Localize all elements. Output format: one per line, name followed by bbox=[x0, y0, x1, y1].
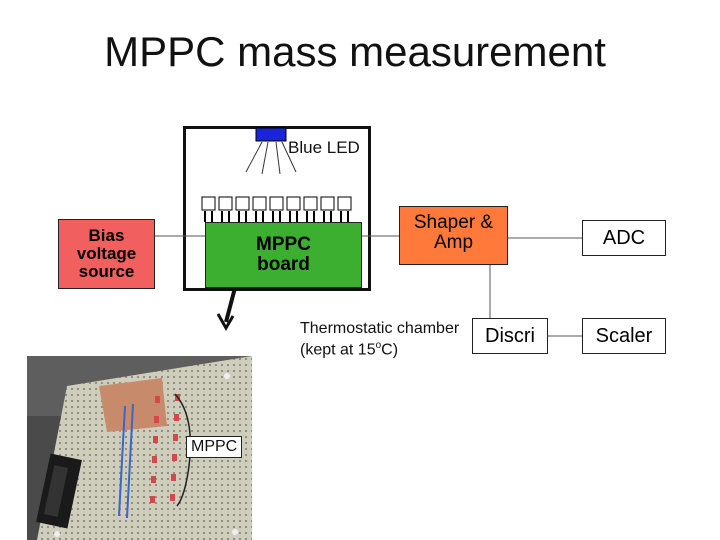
bias-label: Bias voltage source bbox=[76, 226, 137, 281]
mppc-sensor-row bbox=[201, 196, 352, 211]
adc-block: ADC bbox=[582, 220, 666, 256]
adc-label: ADC bbox=[602, 226, 646, 249]
blue-led-label: Blue LED bbox=[288, 138, 360, 157]
shaper-label: Shaper & Amp bbox=[413, 212, 494, 253]
thermostatic-label-line2: (kept at 15oC) bbox=[300, 340, 399, 359]
mppc-board-photo bbox=[27, 356, 252, 540]
mppc-board-photo-drawing bbox=[27, 356, 252, 540]
mppc-board-label: MPPC board bbox=[256, 234, 311, 275]
scaler-block: Scaler bbox=[582, 318, 666, 354]
bias-voltage-source-block: Bias voltage source bbox=[58, 219, 155, 289]
blue-led bbox=[255, 127, 287, 142]
shaper-amp-block: Shaper & Amp bbox=[399, 206, 508, 265]
led-ray bbox=[275, 141, 281, 175]
discri-label: Discri bbox=[485, 324, 535, 347]
led-ray bbox=[281, 141, 297, 173]
slide-title: MPPC mass measurement bbox=[104, 28, 606, 75]
mppc-photo-label: MPPC bbox=[186, 436, 243, 458]
led-ray bbox=[261, 141, 269, 175]
pointer-arrow bbox=[224, 283, 238, 323]
led-ray bbox=[245, 141, 263, 173]
discri-block: Discri bbox=[472, 318, 548, 354]
thermostatic-label-line1: Thermostatic chamber bbox=[300, 320, 460, 337]
mppc-sensor-pins bbox=[204, 211, 349, 222]
pointer-arrowhead bbox=[216, 313, 235, 331]
mppc-board-block: MPPC board bbox=[205, 222, 362, 288]
scaler-label: Scaler bbox=[595, 324, 653, 347]
